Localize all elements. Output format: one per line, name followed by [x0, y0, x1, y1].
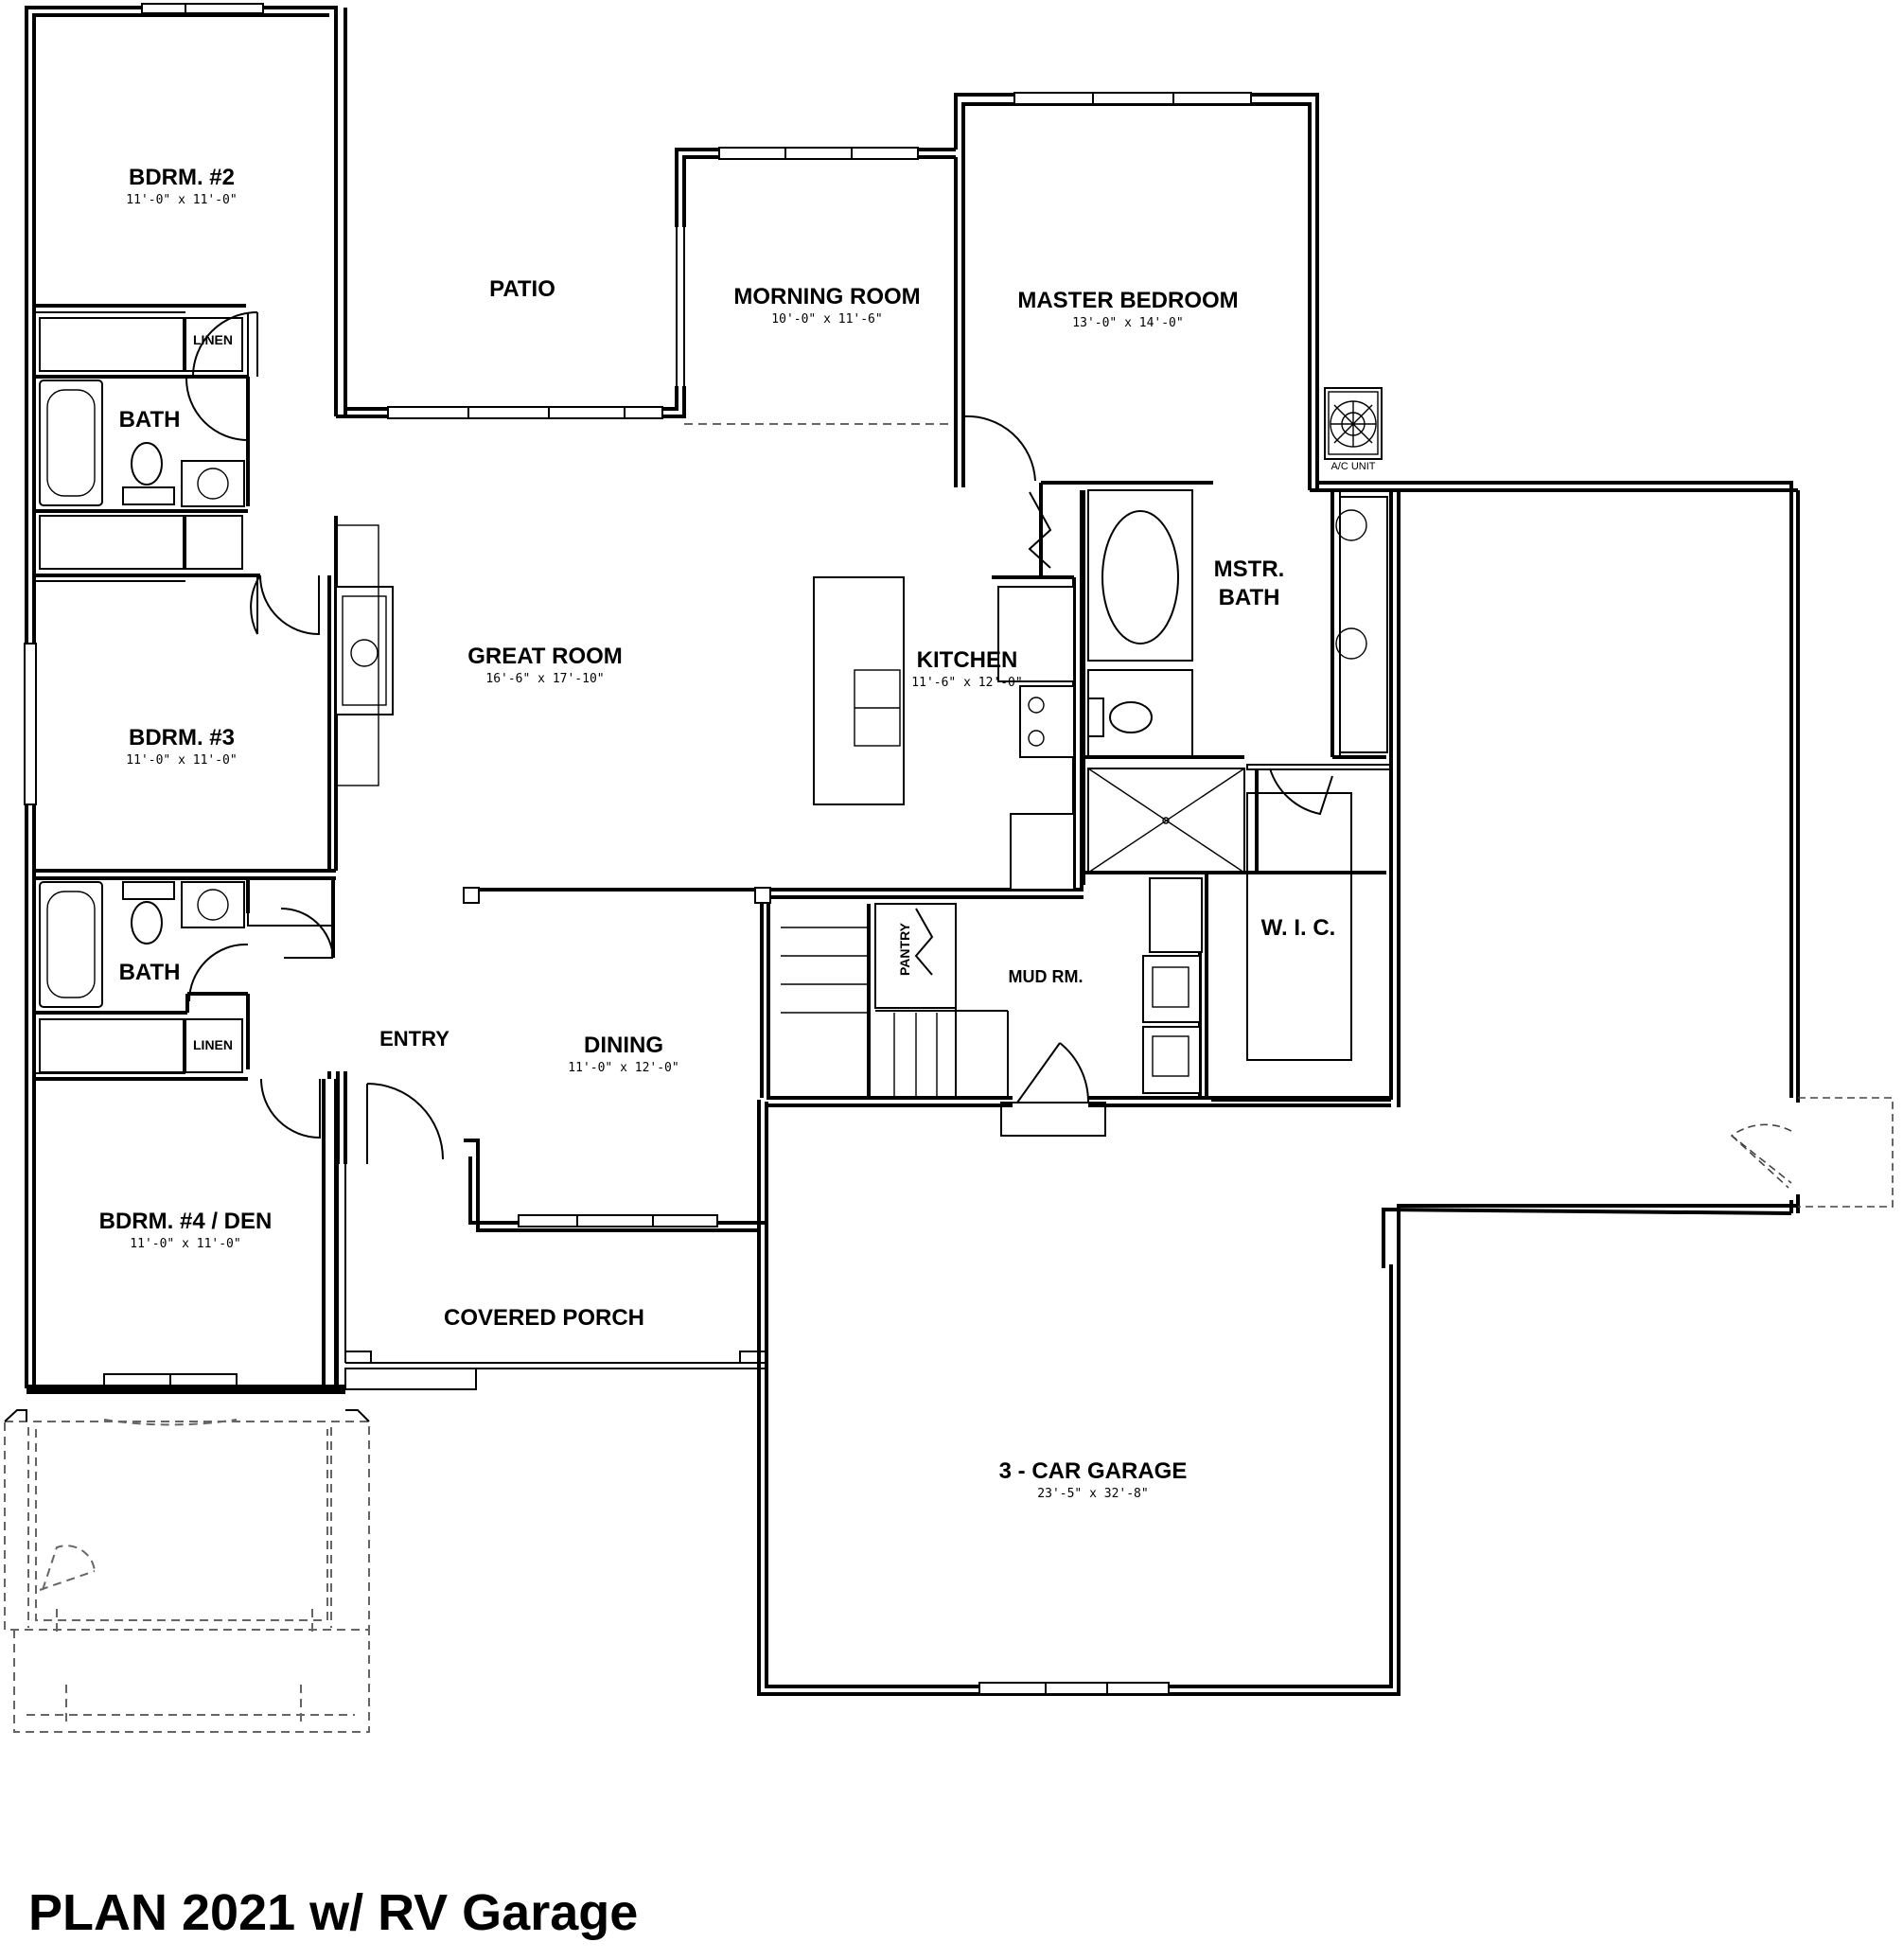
plan-title: PLAN 2021 w/ RV Garage: [28, 1884, 639, 1941]
room-name-garage: 3 - CAR GARAGE: [999, 1458, 1188, 1484]
room-name-great: GREAT ROOM: [467, 644, 623, 669]
room-name-master: MASTER BEDROOM: [1017, 288, 1238, 313]
room-name-pantry: PANTRY: [897, 922, 912, 976]
room-name-bdrm4: BDRM. #4 / DEN: [99, 1209, 273, 1234]
room-name-porch: COVERED PORCH: [444, 1305, 644, 1331]
room-name-wic: W. I. C.: [1261, 915, 1336, 941]
room-name-mstr-bath-1: MSTR.: [1214, 556, 1285, 582]
room-name-mud: MUD RM.: [1009, 967, 1084, 986]
room-dim-morning: 10'-0" x 11'-6": [771, 312, 882, 327]
room-name-bath-lower: BATH: [119, 960, 181, 985]
room-name-bdrm3: BDRM. #3: [129, 725, 235, 750]
room-name-bdrm2: BDRM. #2: [129, 165, 235, 190]
room-dim-bdrm2: 11'-0" x 11'-0": [126, 193, 237, 207]
exterior-walls: [25, 6, 1800, 1696]
room-name-linen-upper: LINEN: [193, 332, 233, 347]
room-name-mstr-bath-2: BATH: [1219, 585, 1280, 610]
room-name-kitchen: KITCHEN: [917, 647, 1018, 673]
room-name-patio: PATIO: [489, 276, 555, 302]
room-name-bath-upper: BATH: [119, 407, 181, 433]
label-ac-unit: A/C UNIT: [1330, 461, 1375, 472]
room-dim-garage: 23'-5" x 32'-8": [1037, 1487, 1148, 1501]
room-name-linen-lower: LINEN: [193, 1037, 233, 1052]
room-name-entry: ENTRY: [379, 1027, 449, 1051]
room-dim-kitchen: 11'-6" x 12'-0": [911, 676, 1022, 690]
fixtures: [39, 380, 1388, 1098]
room-dim-dining: 11'-0" x 12'-0": [568, 1061, 678, 1075]
windows: [24, 3, 1252, 1695]
room-dim-great: 16'-6" x 17'-10": [485, 672, 604, 686]
room-dim-master: 13'-0" x 14'-0": [1072, 316, 1183, 330]
room-dim-bdrm4: 11'-0" x 11'-0": [130, 1237, 240, 1251]
room-labels: BDRM. #2 11'-0" x 11'-0" LINEN BATH PATI…: [99, 165, 1376, 1501]
doors: [185, 311, 1894, 1208]
room-dim-bdrm3: 11'-0" x 11'-0": [126, 753, 237, 768]
room-name-morning: MORNING ROOM: [733, 284, 920, 309]
room-name-dining: DINING: [584, 1033, 663, 1058]
rv-garage-outline: [4, 1409, 370, 1733]
